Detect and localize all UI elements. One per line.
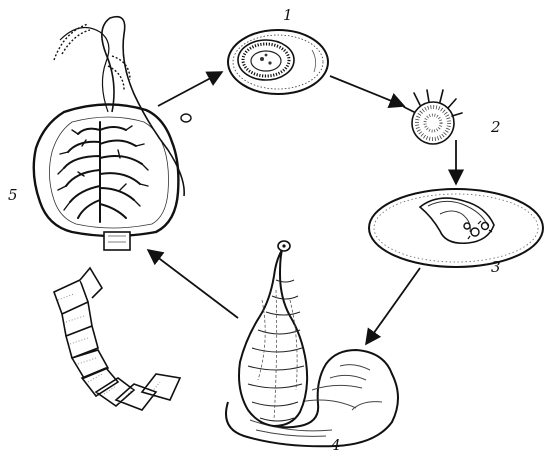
- label-stage-2: 2: [490, 118, 501, 136]
- arrow-4-to-5: [148, 250, 238, 318]
- stage4-intestine-with-worm: [226, 241, 398, 446]
- label-stage-5: 5: [8, 186, 18, 204]
- label-stage-4: 4: [330, 436, 341, 452]
- label-stage-1: 1: [283, 6, 293, 24]
- arrow-1-to-2: [330, 76, 404, 106]
- stage1-egg: [228, 30, 328, 94]
- cycle-arrows: [148, 72, 456, 344]
- label-stage-3: 3: [491, 258, 501, 276]
- arrow-3-to-4: [366, 268, 420, 344]
- stage3-cysticercus: [369, 189, 543, 267]
- stage5-gravid-proglottid: [34, 17, 191, 410]
- stage2-oncosphere: [404, 90, 462, 144]
- arrow-5-to-1: [158, 72, 222, 106]
